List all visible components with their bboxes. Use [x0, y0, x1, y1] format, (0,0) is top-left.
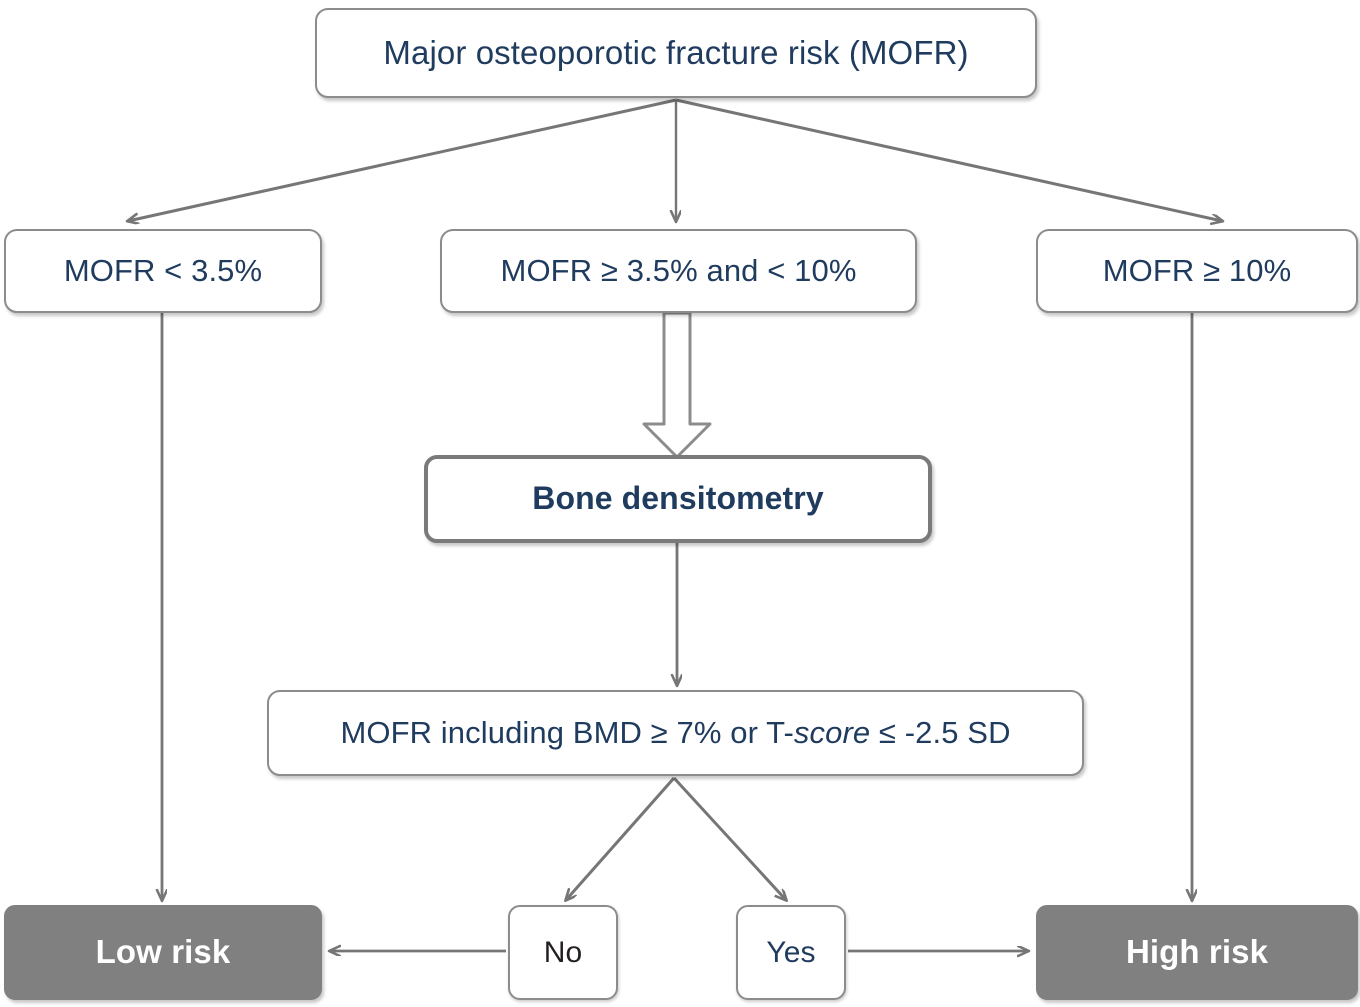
edge-root-to-low-band: [128, 98, 677, 221]
block-arrow-mid-band-to-densitometry: [642, 311, 712, 459]
node-high-risk-label: High risk: [1125, 933, 1269, 971]
node-low-risk-label: Low risk: [95, 933, 231, 971]
bmd-criteria-text-lead: MOFR including BMD ≥ 7% or T-: [340, 714, 794, 750]
node-answer-no[interactable]: No: [508, 905, 618, 1000]
node-mofr-high-band[interactable]: MOFR ≥ 10%: [1036, 229, 1358, 313]
edge-root-to-high-band: [675, 98, 1222, 221]
node-answer-no-label: No: [543, 936, 583, 969]
edge-bmd-to-yes: [672, 776, 786, 900]
node-root[interactable]: Major osteoporotic fracture risk (MOFR): [315, 8, 1037, 98]
node-bone-densitometry[interactable]: Bone densitometry: [424, 455, 932, 543]
bmd-criteria-text-italic: score: [793, 714, 871, 750]
node-low-risk[interactable]: Low risk: [4, 905, 322, 1000]
node-mofr-low-band-label: MOFR < 3.5%: [63, 252, 263, 288]
bmd-criteria-text-tail: ≤ -2.5 SD: [870, 714, 1011, 750]
node-root-label: Major osteoporotic fracture risk (MOFR): [383, 33, 969, 71]
node-bmd-criteria[interactable]: MOFR including BMD ≥ 7% or T-score ≤ -2.…: [267, 690, 1084, 776]
edge-bmd-to-no: [566, 777, 676, 900]
node-mofr-mid-band-label: MOFR ≥ 3.5% and < 10%: [500, 252, 857, 288]
node-bmd-criteria-label: MOFR including BMD ≥ 7% or T-score ≤ -2.…: [340, 714, 1011, 750]
node-answer-yes-label: Yes: [766, 936, 816, 969]
node-mofr-low-band[interactable]: MOFR < 3.5%: [4, 229, 322, 313]
node-answer-yes[interactable]: Yes: [736, 905, 846, 1000]
node-bone-densitometry-label: Bone densitometry: [532, 480, 824, 517]
node-mofr-high-band-label: MOFR ≥ 10%: [1102, 252, 1292, 288]
node-high-risk[interactable]: High risk: [1036, 905, 1358, 1000]
node-mofr-mid-band[interactable]: MOFR ≥ 3.5% and < 10%: [440, 229, 917, 313]
